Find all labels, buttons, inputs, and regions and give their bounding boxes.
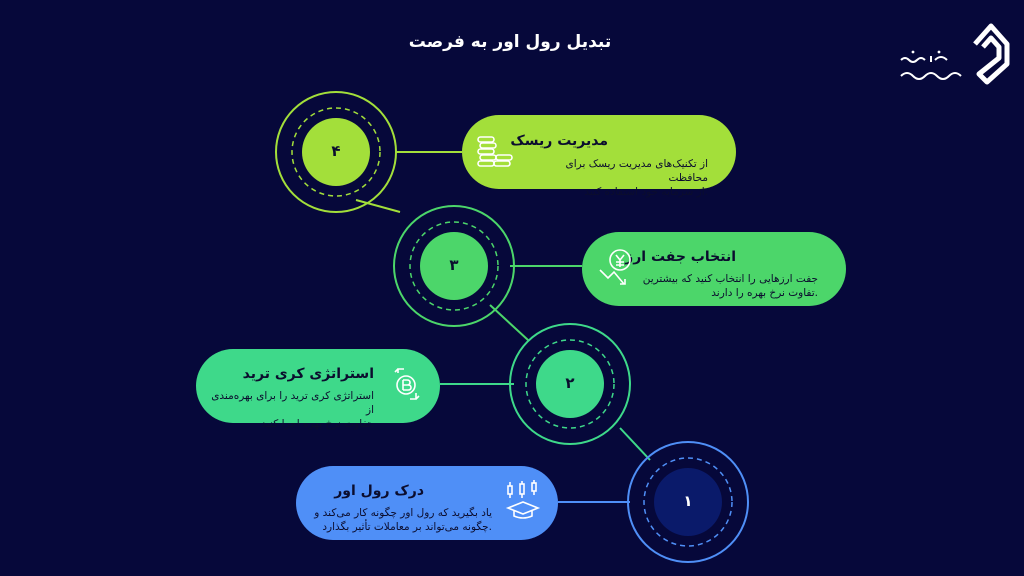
step-3-title: انتخاب جفت ارز bbox=[625, 249, 736, 265]
bitcoin-exchange-icon bbox=[388, 363, 430, 405]
step-1-title: درک رول اور bbox=[334, 483, 424, 499]
connector-3-2 bbox=[489, 304, 529, 341]
node-4-outer-ring bbox=[275, 91, 397, 213]
node-3-outer-ring bbox=[393, 205, 515, 327]
node-2-dashed-ring bbox=[525, 339, 615, 429]
candlestick-graduation-cap-icon bbox=[502, 478, 544, 520]
step-3-card: انتخاب جفت ارز جفت ارزهایی را انتخاب کنی… bbox=[582, 232, 846, 306]
step-2-number: ۲ bbox=[565, 374, 575, 392]
node-3-dashed-ring bbox=[409, 221, 499, 311]
node-2-outer-ring bbox=[509, 323, 631, 445]
step-1-description: یاد بگیرید که رول اور چگونه کار می‌کند و… bbox=[314, 507, 492, 533]
node-4-core bbox=[302, 118, 370, 186]
step-3-number: ۳ bbox=[449, 256, 459, 274]
step-4-description: از تکنیک‌های مدیریت ریسک برای محافظت .از… bbox=[565, 158, 708, 198]
connector-2-1 bbox=[619, 427, 651, 461]
node-4-dashed-ring bbox=[291, 107, 381, 197]
step-1-card: درک رول اور یاد بگیرید که رول اور چگونه … bbox=[296, 466, 558, 540]
coin-stacks-icon bbox=[474, 131, 516, 173]
step-1-number: ۱ bbox=[683, 492, 693, 510]
node-1-core bbox=[654, 468, 722, 536]
node-1-dashed-ring bbox=[643, 457, 733, 547]
step-4-title: مدیریت ریسک bbox=[510, 133, 608, 149]
step-2-description: استراتژی کری ترید را برای بهره‌مندی از .… bbox=[211, 390, 374, 430]
step-2-title: استراتژی کری ترید bbox=[242, 366, 374, 382]
step-3-description: جفت ارزهایی را انتخاب کنید که بیشترین .ت… bbox=[642, 273, 818, 299]
node-2-core bbox=[536, 350, 604, 418]
brand-logo bbox=[895, 14, 1010, 86]
page-title: تبدیل رول اور به فرصت bbox=[408, 32, 612, 52]
step-4-number: ۴ bbox=[331, 142, 341, 160]
yen-decline-icon bbox=[596, 246, 638, 288]
step-4-card: مدیریت ریسک از تکنیک‌های مدیریت ریسک برا… bbox=[462, 115, 736, 198]
node-1-outer-ring bbox=[627, 441, 749, 563]
node-3-core bbox=[420, 232, 488, 300]
connector-4-3 bbox=[355, 199, 401, 213]
step-2-card: استراتژی کری ترید استراتژی کری ترید را ب… bbox=[196, 349, 440, 430]
